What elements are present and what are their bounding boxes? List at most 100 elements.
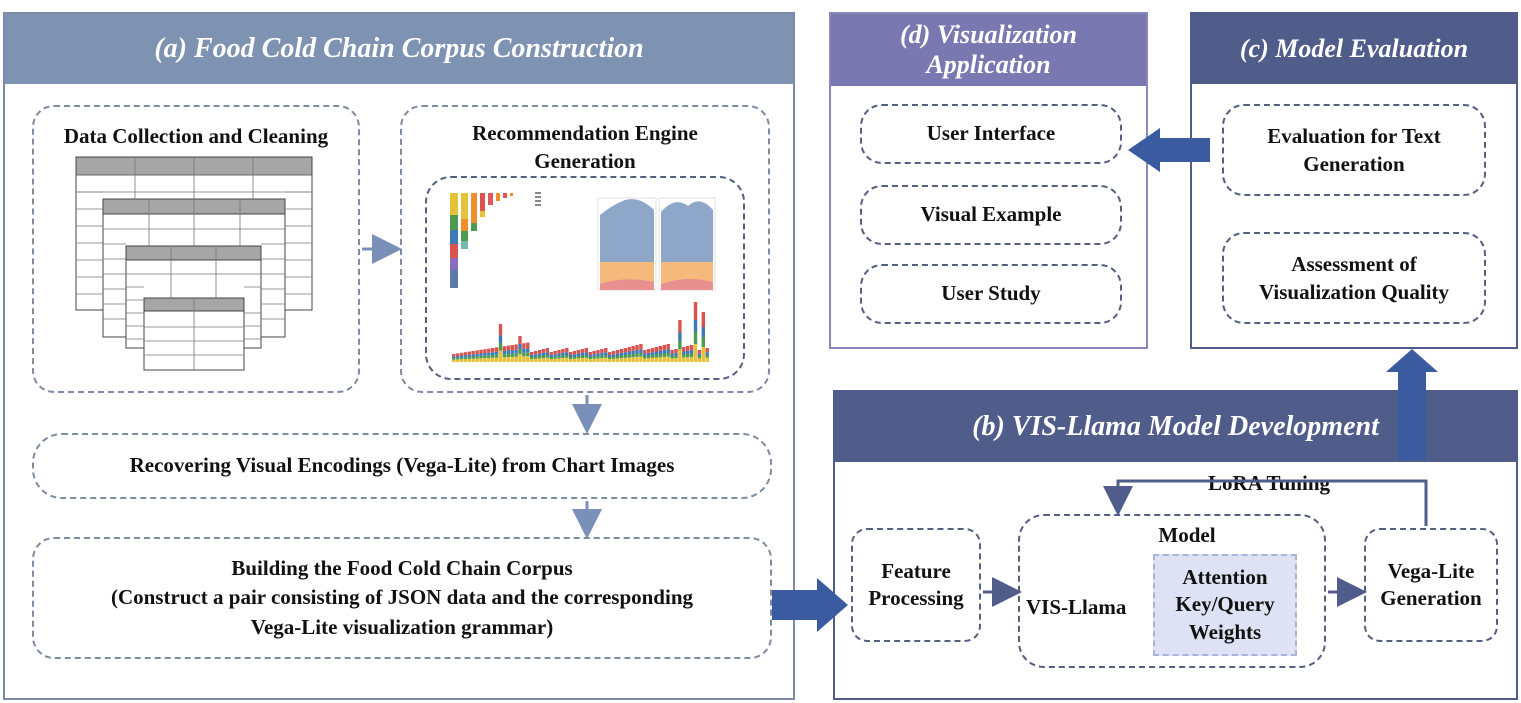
thumbnail-bar-segment	[604, 355, 608, 358]
thumbnail-bar-segment	[483, 358, 487, 362]
thumbnail-bar-segment	[619, 355, 624, 359]
thumbnail-bar-segment	[518, 336, 522, 344]
thumbnail-bar-segment	[494, 347, 499, 352]
arrow-b-to-c	[1386, 349, 1438, 460]
thumbnail-bar-segment	[639, 344, 643, 350]
thumbnail-bar-segment	[584, 348, 588, 353]
thumbnail-bar-segment	[565, 357, 569, 362]
panel-a-title: (a) Food Cold Chain Corpus Construction	[154, 32, 644, 64]
thumbnail-bar-segment	[572, 358, 577, 362]
thumbnail-bar-segment	[604, 352, 608, 355]
thumbnail-bar-segment	[650, 352, 655, 355]
thumbnail-bar-segment	[522, 348, 526, 353]
thumbnail-bar-segment	[561, 352, 565, 356]
thumbnail-bar-segment	[537, 350, 542, 354]
thumbnail-bar-segment	[463, 355, 468, 358]
thumbnail-bar-segment	[627, 351, 631, 355]
thumbnail-bar-segment	[522, 343, 526, 349]
thumbnail-bar-segment	[666, 356, 670, 362]
thumbnail-bar-segment	[627, 357, 631, 362]
data-collection-label: Data Collection and Cleaning	[63, 124, 329, 148]
thumbnail-bar-segment	[682, 354, 686, 358]
thumbnail-bar-segment	[689, 356, 694, 362]
thumbnail-bar-segment	[682, 347, 686, 352]
arrow-c-to-d	[1128, 128, 1210, 172]
thumbnail-bar-segment	[569, 352, 573, 355]
thumbnail-bar-segment	[619, 352, 624, 356]
thumbnail-bar-segment	[463, 357, 468, 360]
thumbnail-bar-segment	[654, 347, 659, 352]
thumbnail-bar-segment	[557, 356, 561, 359]
attention-line1: Attention	[1182, 565, 1268, 590]
thumbnail-bar-segment	[682, 351, 686, 355]
thumbnail-bar-segment	[705, 348, 709, 353]
thumbnail-bar-segment	[479, 358, 483, 362]
thumbnail-bar-segment	[557, 350, 561, 354]
thumbnail-bar-segment	[635, 356, 639, 362]
building-corpus-box: Building the Food Cold Chain Corpus (Con…	[32, 537, 772, 659]
thumbnail-bar-segment	[611, 354, 616, 357]
thumbnail-bar-segment	[584, 357, 588, 362]
panel-d-title-line2: Application	[926, 50, 1051, 79]
thumbnail-bar-segment	[631, 346, 635, 351]
thumbnail-bar-segment	[662, 350, 666, 354]
thumbnail-bar-segment	[619, 358, 624, 362]
thumbnail-bar-segment	[541, 358, 546, 362]
thumbnail-bar-segment	[615, 356, 620, 359]
thumbnail-bar-segment	[600, 355, 604, 359]
thumbnail-bar-segment	[693, 302, 698, 320]
thumbnail-bar-segment	[533, 356, 538, 359]
thumbnail-bar-segment	[596, 350, 600, 354]
thumbnail-bar-segment	[662, 353, 666, 357]
eval-line1: Evaluation for Text	[1267, 123, 1441, 148]
thumbnail-bar-segment	[467, 351, 471, 355]
thumbnail-bar-segment	[674, 358, 678, 362]
thumbnail-bar-segment	[455, 357, 460, 360]
thumbnail-bar-segment	[522, 356, 526, 362]
thumbnail-bar-segment	[600, 349, 604, 353]
thumbnail-bar-segment	[608, 355, 612, 357]
thumbnail-bar-segment	[541, 355, 546, 359]
thumbnail-bar-segment	[494, 351, 499, 355]
thumbnail-bar-segment	[452, 358, 456, 360]
thumbnail-bar-segment	[533, 358, 538, 362]
thumbnail-bar-segment	[600, 352, 604, 356]
thumbnail-bar-segment	[463, 359, 468, 362]
thumbnail-bar-segment	[650, 355, 655, 358]
attention-weights-box: Attention Key/Query Weights	[1153, 554, 1297, 656]
thumbnail-bar-segment	[647, 355, 651, 359]
thumbnail-bar-segment	[502, 357, 507, 362]
thumbnail-bar-segment	[502, 346, 507, 351]
vis-llama-label: VIS-Llama	[1026, 595, 1127, 619]
panel-c-header: (c) Model Evaluation	[1192, 14, 1516, 84]
thumbnail-bar-segment	[467, 358, 471, 362]
thumbnail-bar-segment	[569, 355, 573, 357]
thumbnail-bar-segment	[487, 355, 491, 358]
thumbnail-bar-segment	[452, 354, 456, 357]
thumbnail-bar-segment	[553, 356, 557, 359]
eval-line2: Generation	[1303, 152, 1405, 176]
thumbnail-bar-segment	[498, 350, 503, 362]
thumbnail-bar-segment	[455, 353, 460, 356]
thumbnail-bar-segment	[588, 357, 592, 359]
thumbnail-bar-segment	[662, 356, 666, 362]
thumbnail-bar-segment	[604, 357, 608, 362]
user-study-label: User Study	[941, 281, 1041, 306]
thumbnail-bar-segment	[526, 356, 530, 362]
thumbnail-bar-segment	[569, 359, 573, 362]
thumbnail-bar-segment	[592, 354, 596, 357]
thumbnail-bar-segment	[506, 357, 510, 362]
thumbnail-bar-segment	[608, 357, 612, 359]
thumbnail-bar-segment	[643, 350, 647, 354]
thumbnail-bar-segment	[459, 359, 464, 362]
thumbnail-bar-segment	[697, 353, 702, 356]
thumbnail-bar-segment	[608, 359, 612, 362]
thumbnail-bar-segment	[670, 350, 674, 354]
thumbnail-bar-segment	[545, 348, 549, 353]
thumbnail-bar-segment	[670, 353, 674, 356]
thumbnail-bar-segment	[561, 349, 565, 353]
thumbnail-bar-segment	[514, 349, 518, 354]
thumbnail-bar-segment	[686, 350, 690, 354]
thumbnail-bar-segment	[647, 349, 651, 353]
visual-example-box: Visual Example	[860, 185, 1122, 245]
